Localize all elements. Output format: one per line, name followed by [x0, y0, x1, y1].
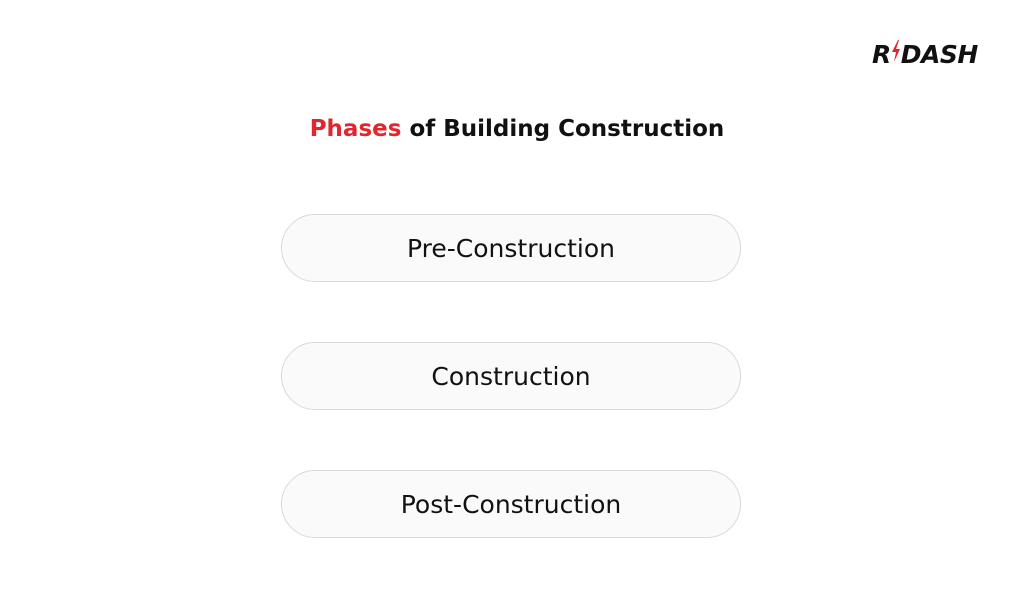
phase-box-post-construction: Post-Construction [281, 470, 741, 538]
logo-text-right: DASH [900, 39, 979, 69]
title-rest: of Building Construction [401, 116, 725, 142]
phase-label: Post-Construction [400, 489, 622, 519]
title-highlight: Phases [309, 116, 402, 142]
phase-label: Construction [431, 361, 591, 391]
phase-label: Pre-Construction [407, 233, 615, 263]
phase-box-construction: Construction [281, 342, 741, 410]
page-title: Phases of Building Construction [0, 116, 1024, 142]
logo-text-left: R [872, 39, 891, 69]
lightning-bolt-icon [891, 40, 901, 62]
brand-logo: R DASH [872, 38, 978, 70]
phase-box-pre-construction: Pre-Construction [281, 214, 741, 282]
